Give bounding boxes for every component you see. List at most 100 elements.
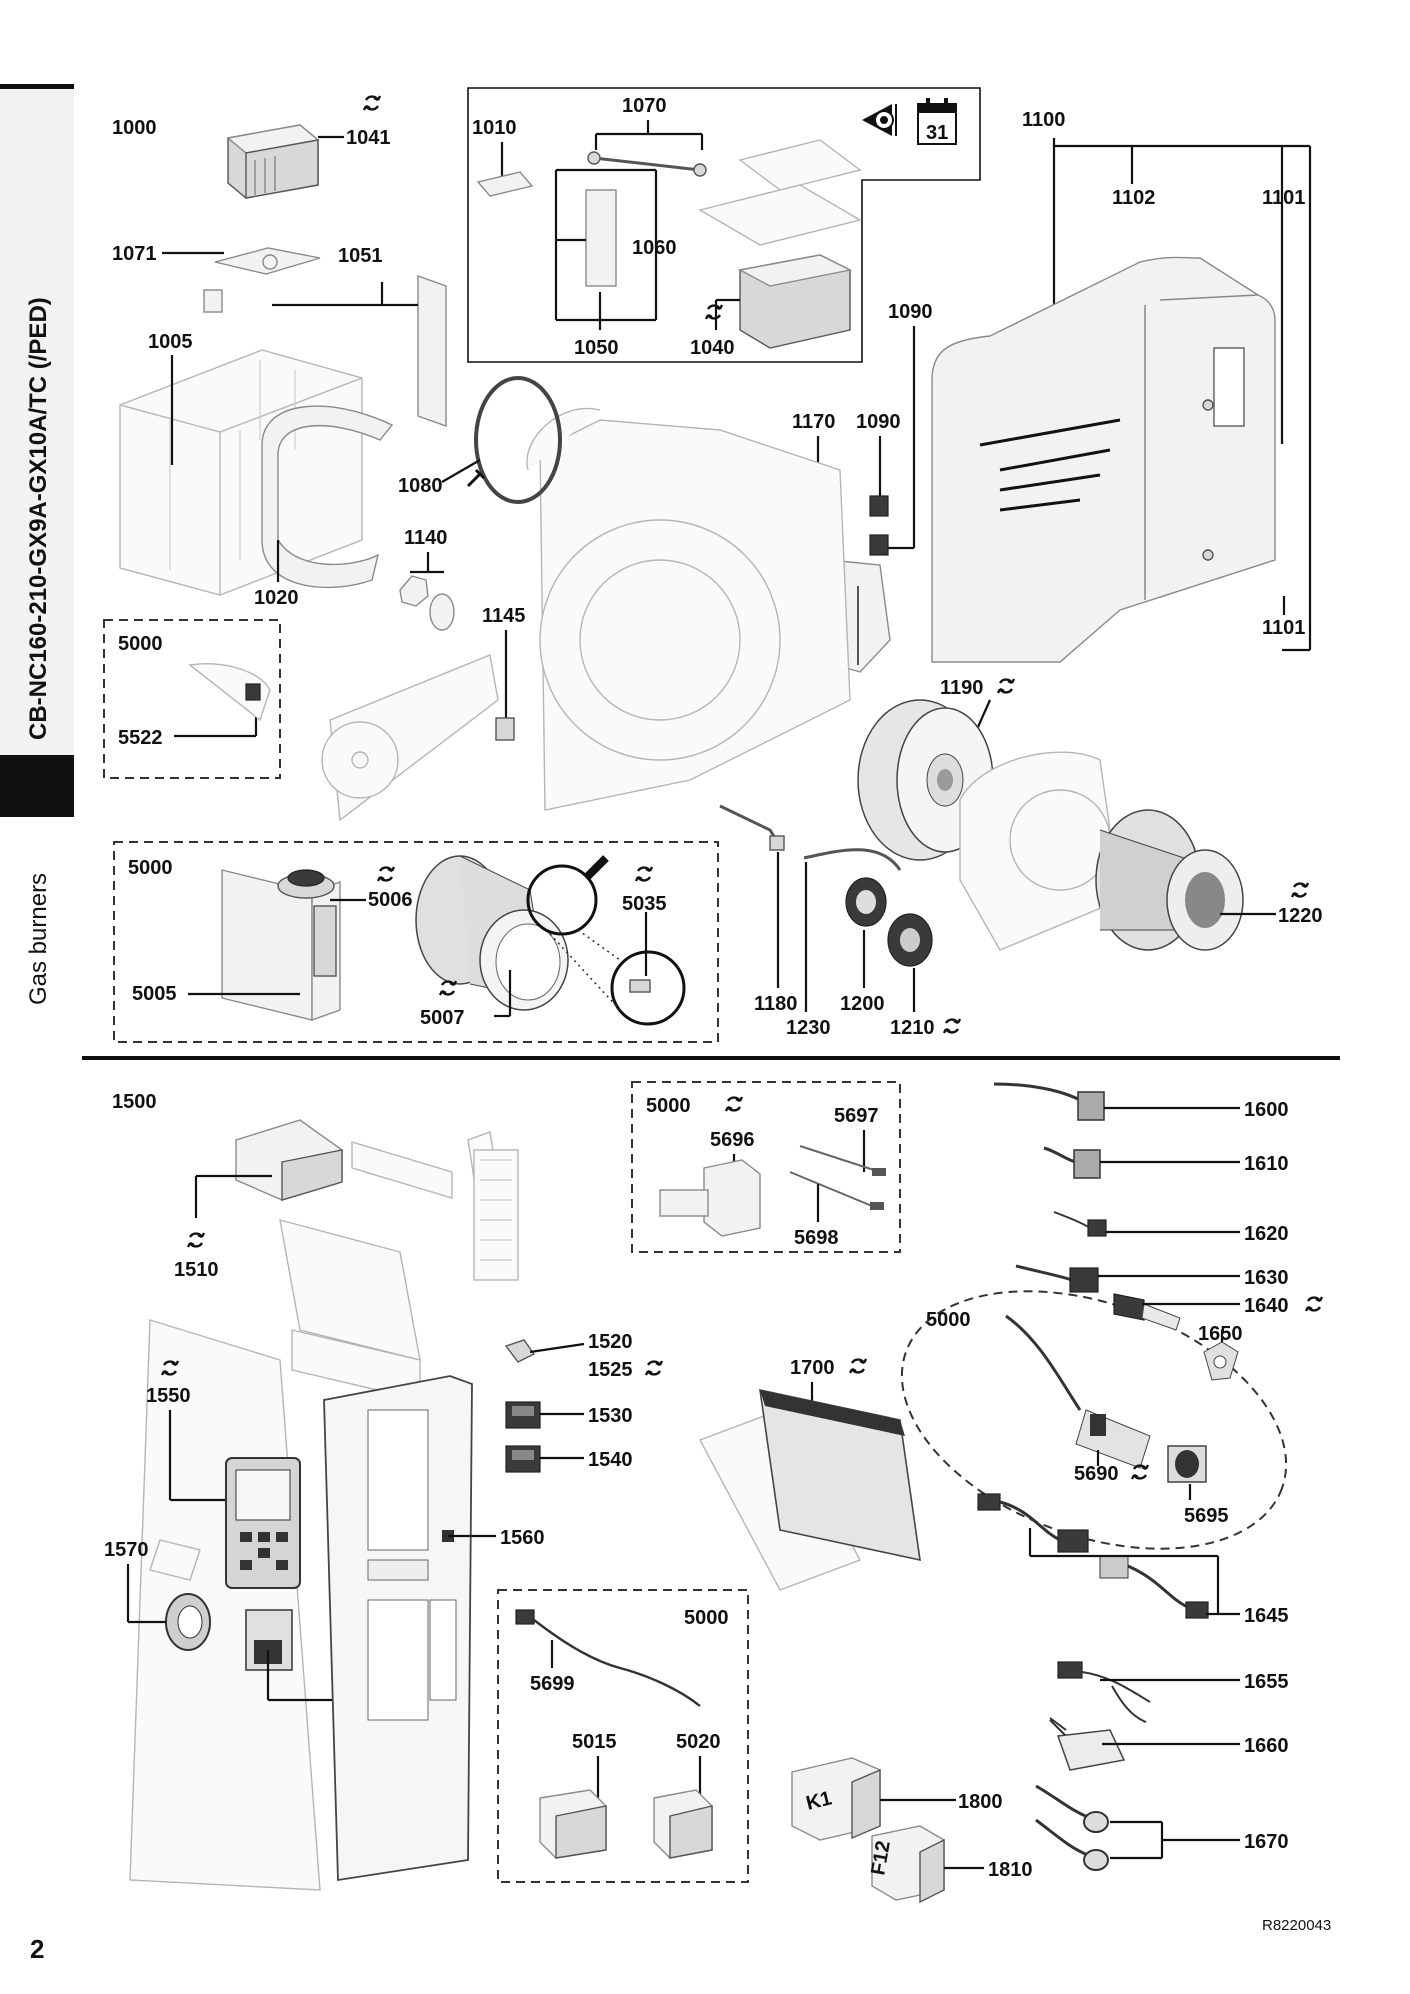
sensor-holder-5695: [1167, 1445, 1207, 1483]
servo-1510: [235, 1119, 343, 1201]
kit-label-c: 5000: [646, 1095, 691, 1117]
label-1041: 1041: [346, 127, 391, 149]
replacement-cycle-icon: [376, 865, 396, 883]
label-1050: 1050: [574, 337, 619, 359]
label-1645: 1645: [1244, 1605, 1289, 1627]
label-1570: 1570: [104, 1539, 149, 1561]
replacement-cycle-icon: [704, 303, 724, 321]
label-1145: 1145: [482, 605, 525, 627]
label-1005: 1005: [148, 331, 193, 353]
label-5690: 5690: [1074, 1463, 1119, 1485]
connector-1620: [1053, 1211, 1107, 1237]
group-label-1100: 1100: [1022, 109, 1065, 131]
cable-1670: [1035, 1784, 1109, 1871]
label-5015: 5015: [572, 1731, 617, 1753]
label-5695: 5695: [1184, 1505, 1229, 1527]
display-module-1550: [225, 1457, 301, 1589]
kit-box-5522: [103, 619, 281, 779]
label-1071: 1071: [112, 243, 157, 265]
label-1200: 1200: [840, 993, 885, 1015]
detail-circle-5035: [610, 950, 686, 1026]
replacement-cycle-icon: [996, 677, 1016, 695]
label-1620: 1620: [1244, 1223, 1289, 1245]
label-1101-bottom: 1101: [1262, 617, 1305, 639]
label-1230: 1230: [786, 1017, 831, 1039]
label-1540: 1540: [588, 1449, 633, 1471]
label-1210: 1210: [890, 1017, 935, 1039]
switch-1540: [505, 1445, 541, 1473]
lamp-1520: [504, 1339, 536, 1363]
label-5007: 5007: [420, 1007, 465, 1029]
label-1140: 1140: [404, 527, 447, 549]
gasket-1140: [429, 593, 455, 631]
gasket-1650: [1203, 1341, 1239, 1381]
kit-box-5696: [631, 1081, 901, 1253]
label-5522: 5522: [118, 727, 163, 749]
label-1102: 1102: [1112, 187, 1155, 209]
label-5698: 5698: [794, 1227, 839, 1249]
label-1810: 1810: [988, 1859, 1033, 1881]
label-1170: 1170: [792, 411, 835, 433]
sensor-5035: [629, 979, 651, 993]
ignition-transformer-plate-1060: [585, 189, 617, 287]
label-1560: 1560: [500, 1527, 545, 1549]
calendar-day: 31: [926, 122, 948, 144]
label-1600: 1600: [1244, 1099, 1289, 1121]
wire-5698: [789, 1171, 873, 1207]
fan-housing: [526, 407, 851, 811]
motor-5007: [415, 855, 569, 1011]
replacement-cycle-icon: [1304, 1295, 1324, 1313]
label-5699: 5699: [530, 1673, 575, 1695]
ignition-transformer-1040: [698, 139, 862, 349]
replacement-cycle-icon: [848, 1357, 868, 1375]
label-1640: 1640: [1244, 1295, 1289, 1317]
label-1660: 1660: [1244, 1735, 1289, 1757]
label-5005: 5005: [132, 983, 177, 1005]
label-1650: 1650: [1198, 1323, 1243, 1345]
replacement-cycle-icon: [724, 1095, 744, 1113]
page-number: 2: [30, 1934, 44, 1964]
cable-1230: [803, 848, 902, 871]
cable-1610: [1043, 1146, 1101, 1179]
label-1630: 1630: [1244, 1267, 1289, 1289]
motor-1220: [1095, 809, 1244, 951]
label-1610: 1610: [1244, 1153, 1289, 1175]
kit-label-d: 5000: [926, 1309, 971, 1331]
side-bar: CB-NC160-210-GX9A-GX10A/TC (/PED) Gas bu…: [0, 84, 74, 1005]
kit-label-a: 5000: [118, 633, 163, 655]
label-1060: 1060: [632, 237, 677, 259]
plug-1660: [1049, 1717, 1126, 1771]
label-1080: 1080: [398, 475, 443, 497]
drawing-reference: R8220043: [1262, 1917, 1331, 1934]
label-1070: 1070: [622, 95, 667, 117]
replacement-cycle-icon: [362, 94, 382, 112]
kit-label-b: 5000: [128, 857, 173, 879]
wire-5697: [799, 1145, 881, 1173]
bushing-part: [203, 289, 223, 313]
fuse-1810: F12: [867, 1825, 945, 1904]
inspection-box: [467, 87, 981, 363]
detail-zoom-circle: [526, 864, 598, 936]
label-5696: 5696: [710, 1129, 755, 1151]
label-1700: 1700: [790, 1357, 835, 1379]
label-1020: 1020: [254, 587, 299, 609]
kit-box-5005: [113, 841, 719, 1043]
label-1655: 1655: [1244, 1671, 1289, 1693]
label-5020: 5020: [676, 1731, 721, 1753]
connector-5006: [277, 869, 335, 899]
label-1101-top: 1101: [1262, 187, 1305, 209]
connector-1630: [1015, 1264, 1099, 1293]
kit-label-e: 5000: [684, 1607, 729, 1629]
label-1051: 1051: [338, 245, 383, 267]
label-1525: 1525: [588, 1359, 633, 1381]
part-1640: [1113, 1293, 1181, 1331]
actuator-1041: [226, 124, 320, 199]
side-subtitle: Gas burners: [25, 873, 52, 1005]
label-5697: 5697: [834, 1105, 879, 1127]
relay-5696: [659, 1159, 761, 1237]
sensor-5690: [1005, 1314, 1151, 1469]
label-1520: 1520: [588, 1331, 633, 1353]
motor-flange: [959, 751, 1121, 951]
bracket-1010: [476, 171, 534, 197]
